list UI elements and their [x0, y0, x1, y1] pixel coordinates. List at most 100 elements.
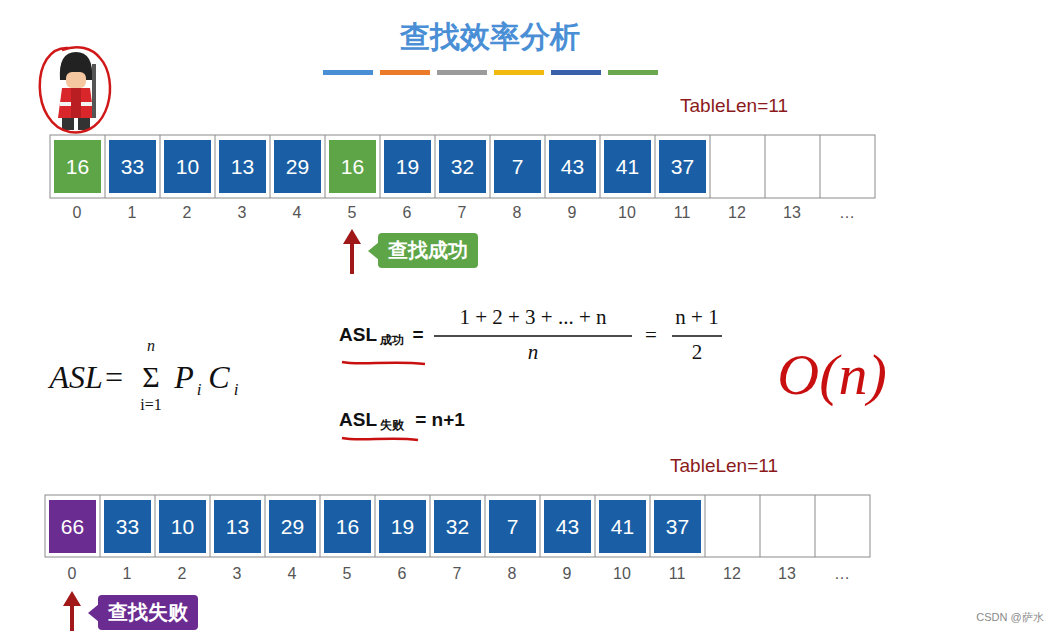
index-number: 0 — [68, 565, 77, 583]
formula-subscript: i — [234, 381, 239, 400]
index-number: 2 — [183, 204, 192, 222]
cell-divider — [265, 495, 266, 557]
callout-pointer — [368, 242, 379, 260]
index-number: 9 — [563, 565, 572, 583]
index-number: 12 — [723, 565, 741, 583]
cell-divider — [380, 135, 381, 198]
index-number: 11 — [674, 204, 691, 222]
deco-bar — [551, 70, 601, 75]
formula-subscript: 失败 — [380, 419, 404, 432]
pointer-arrow — [350, 242, 354, 274]
cell-divider — [210, 495, 211, 557]
cell-divider — [705, 495, 706, 557]
array-cell: 66 — [49, 500, 96, 553]
array-cell: 43 — [544, 500, 591, 553]
cell-value: 41 — [611, 515, 634, 539]
cell-divider — [650, 495, 651, 557]
table-length: TableLen=11 — [670, 456, 778, 477]
deco-bar — [608, 70, 658, 75]
array-grid — [45, 135, 875, 557]
formula-text: i=1 — [140, 396, 161, 414]
index-number: 6 — [403, 204, 412, 222]
cell-value: 19 — [396, 155, 419, 179]
index-number: 10 — [618, 204, 636, 222]
watermark: CSDN @萨水 — [976, 611, 1043, 623]
array-cell: 13 — [219, 140, 266, 193]
formula-text: = — [645, 324, 657, 347]
cell-value: 13 — [231, 155, 254, 179]
index-number: 13 — [783, 204, 801, 222]
cell-divider — [105, 135, 106, 198]
hand-underline — [342, 362, 425, 364]
array-frame — [50, 135, 875, 198]
array-cell: 19 — [384, 140, 431, 193]
cell-value: 16 — [66, 155, 89, 179]
cell-value: 37 — [666, 515, 689, 539]
cell-value: 13 — [226, 515, 249, 539]
formula-text: P — [174, 360, 194, 395]
index-number: 12 — [728, 204, 746, 222]
cell-value: 66 — [61, 515, 84, 539]
cell-value: 41 — [616, 155, 639, 179]
index-number: 5 — [348, 204, 357, 222]
cell-divider — [815, 495, 816, 557]
formula-text: ASL= — [50, 360, 125, 395]
cell-divider — [820, 135, 821, 198]
formula-text: 2 — [692, 341, 703, 364]
index-number: 1 — [128, 204, 137, 222]
index-number: 7 — [453, 565, 462, 583]
array-cell: 41 — [604, 140, 651, 193]
callout-bubble: 查找成功 — [378, 233, 478, 268]
callout-text: 查找失败 — [108, 601, 188, 623]
pointer-arrow — [70, 604, 74, 631]
array-cell: 19 — [379, 500, 426, 553]
array-cell: 37 — [659, 140, 706, 193]
index-number: 8 — [508, 565, 517, 583]
formula-text: n — [528, 341, 539, 364]
index-number: 3 — [238, 204, 247, 222]
index-number: 3 — [233, 565, 242, 583]
pointer-arrow — [63, 591, 81, 606]
formula-text: n — [147, 337, 155, 355]
table-length: TableLen=11 — [680, 96, 788, 117]
cell-value: 29 — [281, 515, 304, 539]
cell-value: 7 — [512, 155, 524, 179]
array-cell: 33 — [104, 500, 151, 553]
index-number: 0 — [73, 204, 82, 222]
cell-value: 7 — [507, 515, 519, 539]
index-number: 10 — [613, 565, 631, 583]
cell-divider — [765, 135, 766, 198]
cell-divider — [375, 495, 376, 557]
cell-divider — [710, 135, 711, 198]
index-number: … — [834, 565, 850, 583]
handwritten-note: O(n) — [777, 343, 887, 407]
cell-divider — [655, 135, 656, 198]
index-number: 5 — [343, 565, 352, 583]
array-cell: 29 — [269, 500, 316, 553]
index-number: 8 — [513, 204, 522, 222]
array-cell: 10 — [164, 140, 211, 193]
cell-divider — [100, 495, 101, 557]
callout-bubble: 查找失败 — [98, 595, 198, 630]
cell-value: 16 — [341, 155, 364, 179]
array-cell: 16 — [329, 140, 376, 193]
index-number: 4 — [293, 204, 302, 222]
array-cell: 16 — [54, 140, 101, 193]
cell-value: 16 — [336, 515, 359, 539]
array-cell: 10 — [159, 500, 206, 553]
cell-divider — [595, 495, 596, 557]
cell-divider — [320, 495, 321, 557]
index-number: 13 — [778, 565, 796, 583]
cell-value: 33 — [121, 155, 144, 179]
deco-bar — [323, 70, 373, 75]
cell-value: 19 — [391, 515, 414, 539]
index-number: 6 — [398, 565, 407, 583]
hand-underline — [342, 438, 418, 440]
cell-divider — [760, 495, 761, 557]
fraction-bar — [434, 335, 632, 337]
formula-text: = n+1 — [415, 410, 465, 431]
cell-value: 43 — [556, 515, 579, 539]
array-cell: 33 — [109, 140, 156, 193]
cell-value: 10 — [171, 515, 194, 539]
pointer-arrow — [343, 229, 361, 244]
